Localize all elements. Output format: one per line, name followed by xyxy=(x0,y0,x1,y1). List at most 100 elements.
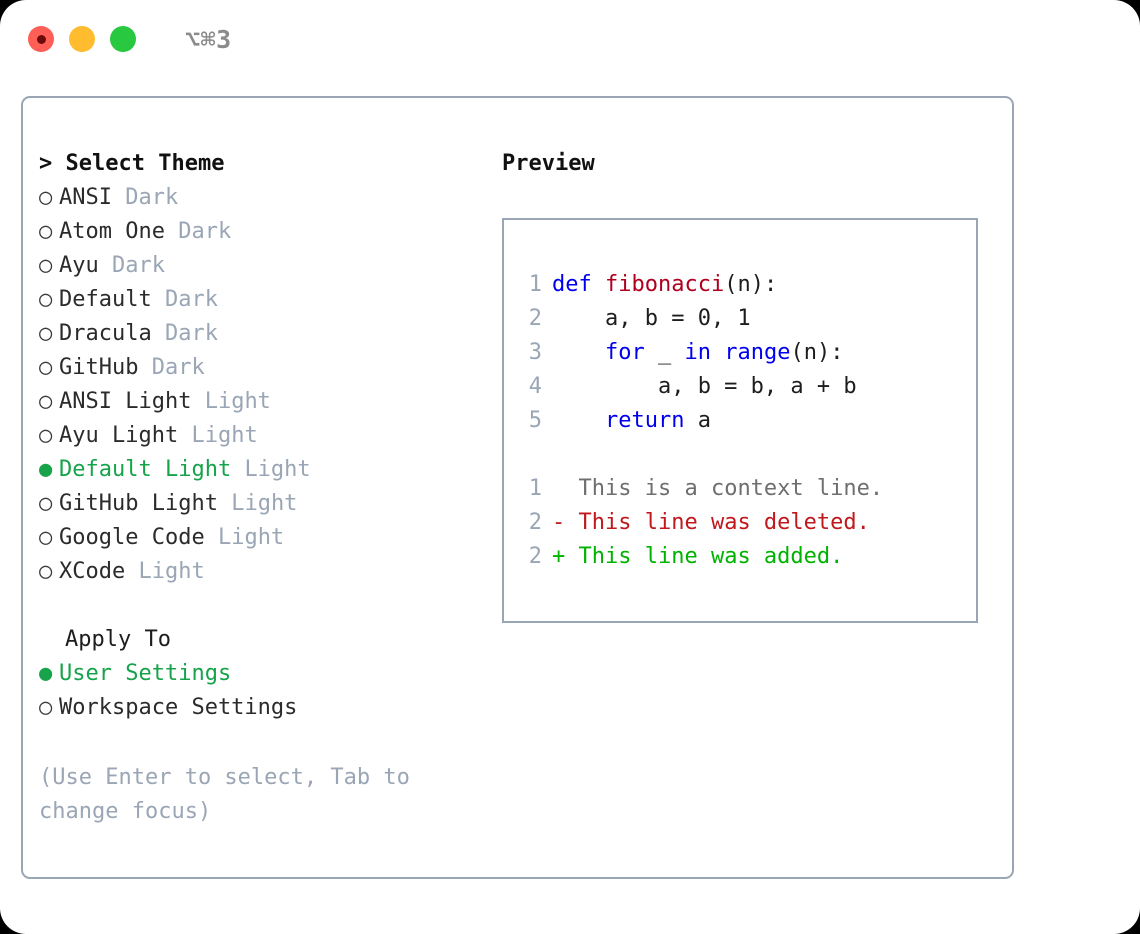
theme-list-item[interactable]: ○Atom One Dark xyxy=(39,215,489,249)
apply-to-option[interactable]: ○Workspace Settings xyxy=(39,691,489,725)
code-token: in xyxy=(684,340,711,365)
theme-item-label: GitHub Light xyxy=(59,491,218,516)
code-token: a, b = b, a + b xyxy=(552,374,857,399)
line-number: 3 xyxy=(528,340,542,365)
theme-item-label: Default Light xyxy=(59,457,232,482)
preview-title: Preview xyxy=(502,151,595,176)
line-number: 4 xyxy=(528,374,542,399)
theme-item-label: Default xyxy=(59,287,152,312)
select-theme-heading: > Select Theme xyxy=(39,147,489,181)
theme-item-tag: Dark xyxy=(164,321,218,346)
theme-item-tag: Dark xyxy=(112,253,165,278)
diff-line: 2- This line was deleted. xyxy=(520,506,968,540)
line-number: 2 xyxy=(528,510,542,535)
theme-list-item[interactable]: ○Default Dark xyxy=(39,283,489,317)
apply-to-option[interactable]: ●User Settings xyxy=(39,657,489,691)
code-token xyxy=(552,340,605,365)
radio-unselected-icon[interactable]: ○ xyxy=(39,355,53,380)
radio-unselected-icon[interactable]: ○ xyxy=(39,695,53,720)
main-panel: > Select Theme ○ANSI Dark○Atom One Dark○… xyxy=(21,96,1014,879)
theme-list-item[interactable]: ○GitHub Light Light xyxy=(39,487,489,521)
theme-list: ○ANSI Dark○Atom One Dark○Ayu Dark○Defaul… xyxy=(39,181,489,589)
theme-list-item[interactable]: ○Ayu Dark xyxy=(39,249,489,283)
theme-item-label: ANSI Light xyxy=(59,389,192,414)
theme-list-item[interactable]: ○ANSI Dark xyxy=(39,181,489,215)
theme-list-item[interactable]: ○Dracula Dark xyxy=(39,317,489,351)
radio-selected-icon[interactable]: ● xyxy=(39,457,53,482)
line-number: 2 xyxy=(528,544,542,569)
radio-unselected-icon[interactable]: ○ xyxy=(39,389,53,414)
theme-item-tag: Dark xyxy=(164,287,218,312)
theme-item-label: ANSI xyxy=(59,185,112,210)
theme-list-item[interactable]: ○ANSI Light Light xyxy=(39,385,489,419)
theme-item-tag: Light xyxy=(244,457,311,482)
title-bar: ⌥⌘3 xyxy=(0,0,1140,78)
theme-item-label: Ayu Light xyxy=(59,423,179,448)
theme-item-tag: Light xyxy=(204,389,271,414)
radio-unselected-icon[interactable]: ○ xyxy=(39,185,53,210)
diff-line: 2+ This line was added. xyxy=(520,540,968,574)
code-line: 2 a, b = 0, 1 xyxy=(520,302,968,336)
theme-item-tag: Dark xyxy=(178,219,232,244)
code-token xyxy=(552,408,605,433)
radio-unselected-icon[interactable]: ○ xyxy=(39,559,53,584)
radio-unselected-icon[interactable]: ○ xyxy=(39,219,53,244)
theme-item-label: GitHub xyxy=(59,355,139,380)
apply-to-label: User Settings xyxy=(59,661,232,686)
radio-unselected-icon[interactable]: ○ xyxy=(39,253,53,278)
theme-item-tag: Dark xyxy=(151,355,205,380)
list-spacer xyxy=(39,589,489,623)
theme-item-label: Dracula xyxy=(59,321,152,346)
theme-item-tag: Light xyxy=(138,559,205,584)
line-number: 5 xyxy=(528,408,542,433)
theme-list-item[interactable]: ○XCode Light xyxy=(39,555,489,589)
line-number: 1 xyxy=(528,476,542,501)
radio-unselected-icon[interactable]: ○ xyxy=(39,525,53,550)
radio-unselected-icon[interactable]: ○ xyxy=(39,287,53,312)
close-button[interactable] xyxy=(28,26,54,52)
diff-marker: + xyxy=(552,544,579,569)
theme-item-label: Ayu xyxy=(59,253,99,278)
theme-list-item[interactable]: ○Ayu Light Light xyxy=(39,419,489,453)
theme-item-tag: Dark xyxy=(125,185,179,210)
theme-list-item[interactable]: ●Default Light Light xyxy=(39,453,489,487)
code-line: 5 return a xyxy=(520,404,968,438)
theme-item-label: Atom One xyxy=(59,219,165,244)
theme-list-item[interactable]: ○GitHub Dark xyxy=(39,351,489,385)
line-number: 1 xyxy=(528,272,542,297)
theme-selector-column: > Select Theme ○ANSI Dark○Atom One Dark○… xyxy=(39,147,489,725)
zoom-button[interactable] xyxy=(110,26,136,52)
caret-icon: > xyxy=(39,151,53,176)
code-token: a, b = 0, 1 xyxy=(552,306,751,331)
diff-line: 1 This is a context line. xyxy=(520,472,968,506)
apply-to-heading: Apply To xyxy=(65,627,171,652)
diff-marker xyxy=(552,476,579,501)
apply-to-label: Workspace Settings xyxy=(59,695,298,720)
code-line: 4 a, b = b, a + b xyxy=(520,370,968,404)
code-token: (n): xyxy=(724,272,778,297)
code-token: for xyxy=(604,340,645,365)
diff-text: This line was deleted. xyxy=(578,510,870,535)
code-line: 3 for _ in range(n): xyxy=(520,336,968,370)
minimize-button[interactable] xyxy=(69,26,95,52)
diff-block: 1 This is a context line.2- This line wa… xyxy=(520,472,968,574)
theme-item-label: XCode xyxy=(59,559,126,584)
code-token: fibonacci xyxy=(604,272,725,297)
theme-item-tag: Light xyxy=(217,525,285,550)
radio-unselected-icon[interactable]: ○ xyxy=(39,321,53,346)
theme-item-label: Google Code xyxy=(59,525,205,550)
code-token: return xyxy=(604,408,685,433)
radio-unselected-icon[interactable]: ○ xyxy=(39,423,53,448)
code-token: (n): xyxy=(790,340,844,365)
theme-list-item[interactable]: ○Google Code Light xyxy=(39,521,489,555)
radio-unselected-icon[interactable]: ○ xyxy=(39,491,53,516)
radio-selected-icon[interactable]: ● xyxy=(39,661,53,686)
keyboard-hint-text: (Use Enter to select, Tab to change focu… xyxy=(39,765,410,824)
theme-item-tag: Light xyxy=(231,491,298,516)
code-token: a xyxy=(684,408,711,433)
